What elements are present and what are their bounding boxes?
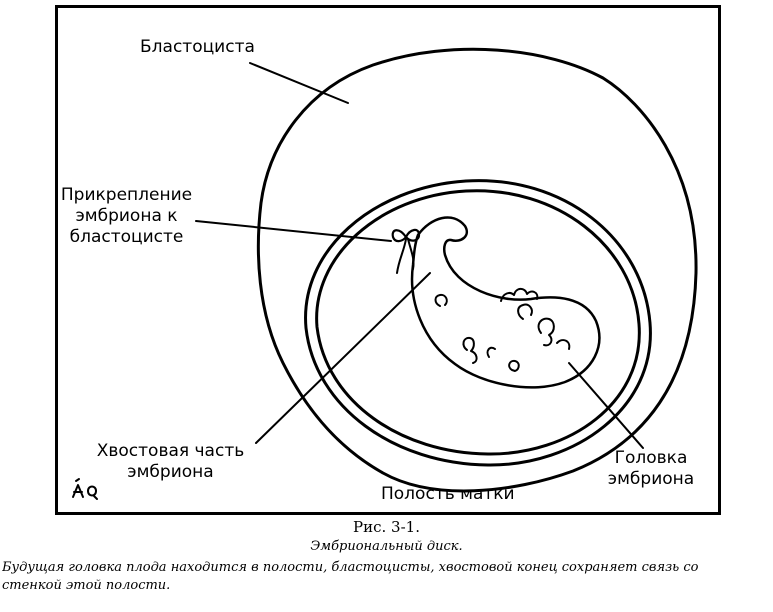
cavity-outer-outline [304, 179, 652, 467]
embryo-detail [508, 359, 520, 372]
label-blastocyst: Бластоциста [140, 37, 255, 57]
embryo-detail [537, 317, 555, 347]
embryo-detail [517, 303, 533, 320]
diagram-drawing [72, 47, 698, 500]
attachment-knot [391, 228, 421, 243]
figure-frame: Бластоциста Прикрепление эмбриона к блас… [55, 5, 721, 515]
cavity-inner-outline [315, 189, 641, 456]
leader-blastocyst [249, 62, 349, 104]
leader-head [568, 362, 644, 449]
label-cavity: Полость матки [381, 484, 515, 504]
label-tail: Хвостовая часть эмбриона [96, 441, 245, 482]
embryo-detail [500, 287, 539, 302]
signature-mark [72, 478, 98, 500]
attachment-strands [396, 238, 415, 274]
embryo-body [410, 216, 601, 389]
embryo-detail [486, 346, 496, 358]
caption-description: Будущая головка плода находится в полост… [2, 560, 699, 593]
label-head: Головка эмбриона [607, 448, 695, 489]
caption-title: Эмбриональный диск. [310, 539, 463, 554]
embryo-detail [434, 293, 448, 307]
leader-tail [255, 272, 431, 444]
blastocyst-outline [256, 47, 698, 493]
embryo-detail [462, 336, 478, 364]
leader-attachment [195, 220, 392, 242]
caption-number: Рис. 3-1. [353, 518, 420, 536]
embryo-detail [556, 339, 571, 350]
label-attachment: Прикрепление эмбриона к бластоцисте [60, 185, 193, 247]
